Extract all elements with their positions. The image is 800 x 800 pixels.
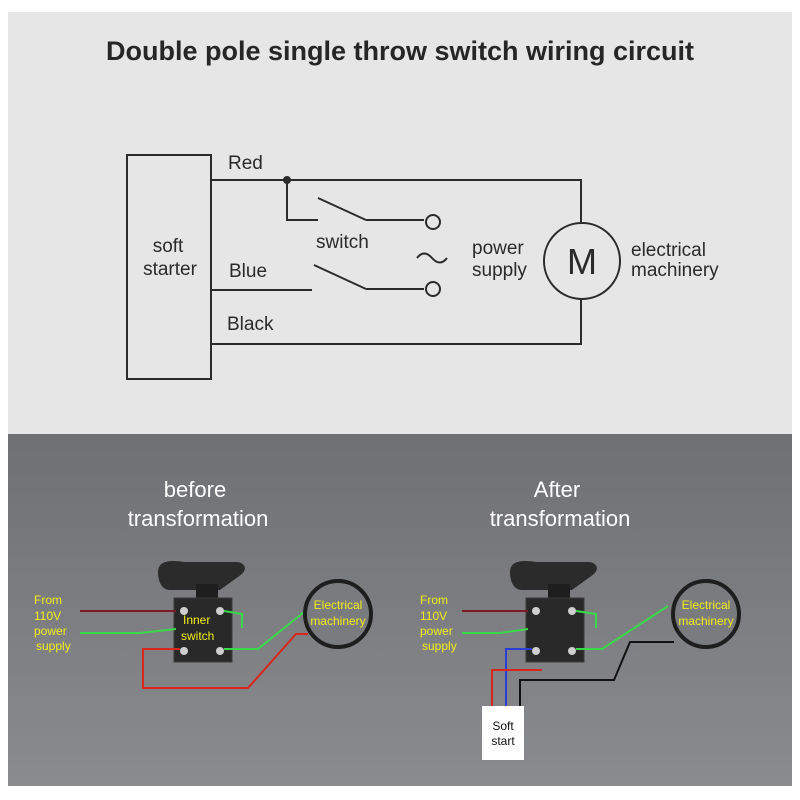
wire-green-in-after: [462, 628, 529, 634]
wire-red-before: [142, 633, 308, 689]
wire-blue-after: [505, 648, 532, 706]
before-section: before transformation From 110V power su…: [34, 477, 373, 689]
inner-switch-label-2: switch: [181, 629, 214, 643]
black-label: Black: [227, 314, 274, 335]
power-supply-label-2: supply: [472, 260, 527, 281]
schematic-panel: [8, 12, 792, 434]
before-machinery-2: machinery: [310, 614, 365, 628]
soft-starter-label-1: soft: [153, 236, 184, 257]
wire-green-inner-before: [223, 610, 243, 628]
wire-green-inner-after: [575, 610, 597, 628]
soft-start-box: [482, 706, 524, 760]
machinery-circle-after: [671, 579, 741, 649]
wire-black-after: [519, 641, 674, 706]
soft-starter-label-2: starter: [143, 259, 198, 280]
before-from-2: 110V: [34, 609, 61, 623]
terminal-lower: [425, 281, 441, 297]
wire-green-in-before: [80, 628, 177, 634]
trigger-switch-before: [158, 561, 245, 663]
red-label: Red: [228, 153, 263, 174]
page-title: Double pole single throw switch wiring c…: [106, 36, 694, 66]
red-wire: [211, 179, 582, 222]
machinery-label-2: machinery: [631, 260, 719, 281]
switch-blade-lower: [313, 264, 367, 290]
power-supply-label-1: power: [472, 238, 524, 259]
after-section: After transformation Soft start From 110…: [420, 477, 741, 760]
after-heading-2: transformation: [490, 506, 631, 531]
inner-switch-label-1: Inner: [183, 613, 210, 627]
before-heading-2: transformation: [128, 506, 269, 531]
after-from-4: supply: [422, 639, 457, 653]
trigger-switch-after: [510, 561, 597, 663]
wire-green-out-before: [224, 611, 305, 650]
motor-icon: [543, 222, 621, 300]
soft-starter-box: [126, 154, 212, 380]
switch-feed-wire: [286, 180, 318, 221]
before-from-3: power: [34, 624, 67, 638]
after-from-3: power: [420, 624, 453, 638]
soft-start-label-2: start: [491, 734, 515, 748]
switch-label: switch: [316, 232, 369, 253]
terminal-upper: [425, 214, 441, 230]
motor-label: M: [567, 241, 597, 282]
before-machinery-1: Electrical: [314, 598, 363, 612]
soft-start-label-1: Soft: [492, 719, 514, 733]
after-heading-1: After: [534, 477, 580, 502]
wire-red-after: [491, 669, 542, 706]
machinery-label-1: electrical: [631, 240, 706, 261]
after-from-2: 110V: [420, 609, 447, 623]
switch-blade-upper: [317, 197, 367, 221]
blue-label: Blue: [229, 261, 267, 282]
after-from-1: From: [420, 593, 448, 607]
machinery-circle-before: [303, 579, 373, 649]
after-machinery-1: Electrical: [682, 598, 731, 612]
before-heading-1: before: [164, 477, 226, 502]
before-from-4: supply: [36, 639, 71, 653]
wire-green-out-after: [576, 605, 669, 650]
ac-symbol-icon: [416, 252, 448, 264]
black-wire: [211, 298, 582, 345]
before-from-1: From: [34, 593, 62, 607]
after-machinery-2: machinery: [678, 614, 733, 628]
